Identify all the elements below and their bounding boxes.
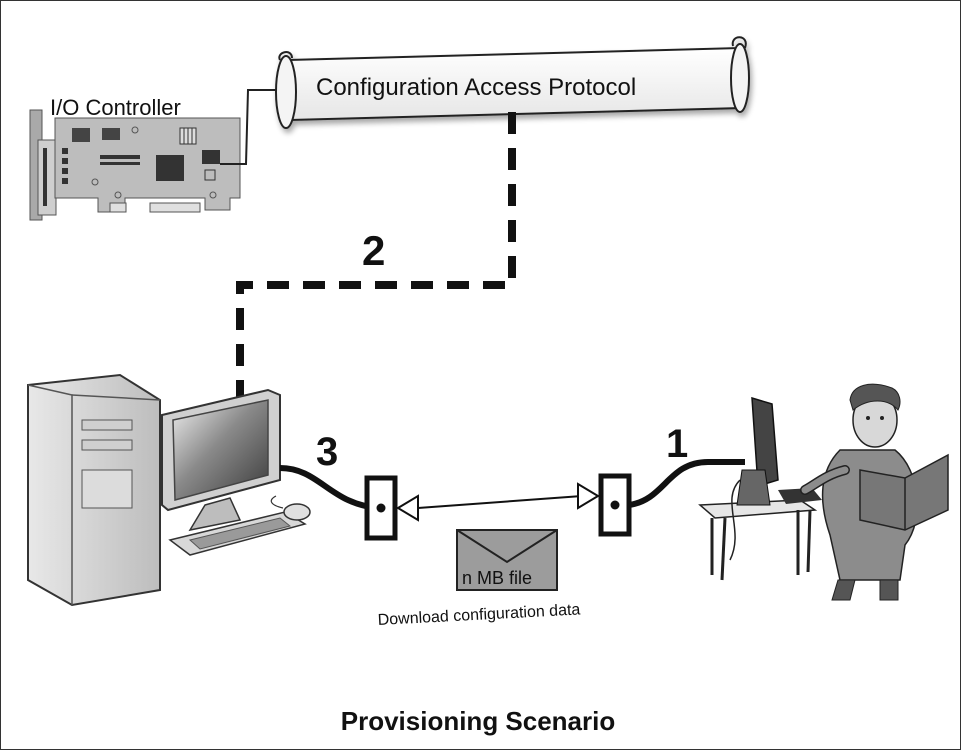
step-1-label: 1 bbox=[666, 422, 688, 466]
protocol-scroll bbox=[275, 36, 750, 129]
dashed-config-path bbox=[236, 112, 516, 400]
monitor bbox=[161, 388, 281, 532]
file-size-label: n MB file bbox=[462, 568, 532, 588]
transfer-link bbox=[417, 495, 583, 509]
keyboard bbox=[168, 511, 307, 556]
controller-link-line bbox=[220, 89, 278, 165]
step-3-label: 3 bbox=[316, 430, 338, 474]
io-controller-card bbox=[29, 109, 241, 221]
step-2-label: 2 bbox=[362, 227, 385, 274]
right-connector bbox=[577, 473, 632, 537]
tower-computer bbox=[27, 373, 161, 607]
page-title: Provisioning Scenario bbox=[341, 706, 616, 736]
left-connector bbox=[364, 475, 419, 541]
scroll-title: Configuration Access Protocol bbox=[316, 74, 636, 101]
io-controller-label: I/O Controller bbox=[50, 95, 181, 120]
right-cable bbox=[628, 459, 745, 508]
mouse bbox=[283, 503, 311, 521]
file-envelope bbox=[456, 529, 558, 591]
technician-workstation bbox=[698, 383, 949, 601]
